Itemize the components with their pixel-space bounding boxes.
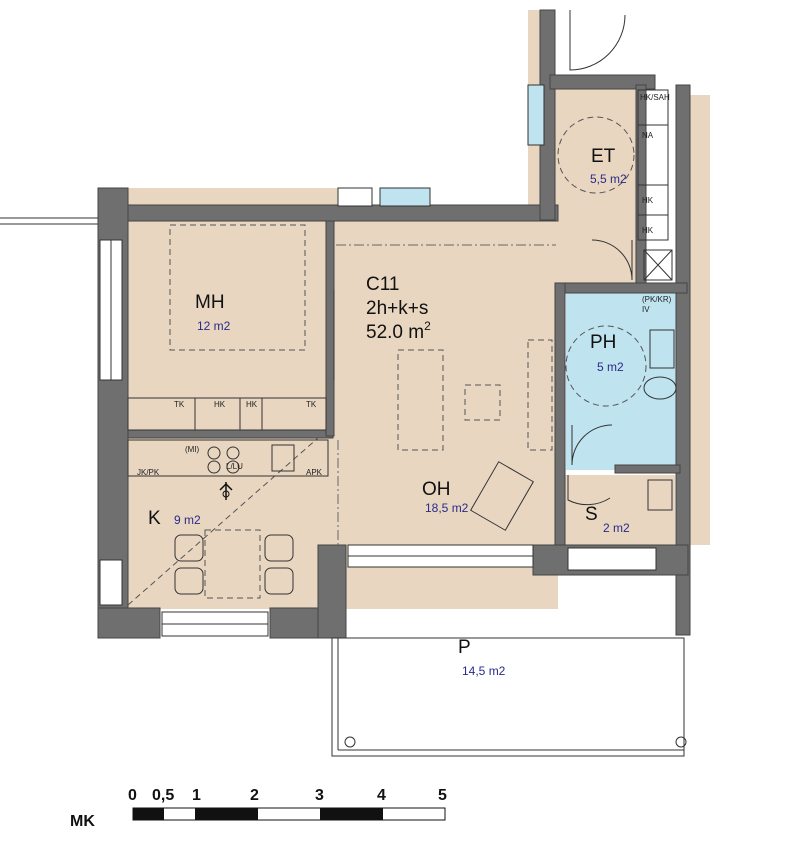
wall-east [675,84,691,636]
sofa-outline [397,349,444,451]
fixture-pkkr: (PK/KR) [642,295,672,304]
fixture-tk-1: TK [174,400,185,409]
room-label-ph: PH [590,332,616,353]
shaft [643,249,673,281]
hob-1 [207,446,221,460]
room-label-mh: MH [195,292,225,313]
cabinet-outline [527,339,553,451]
fixture-llu: L/LU [226,462,243,471]
apartment-type: 2h+k+s [366,298,428,319]
scale-tick-4: 4 [377,787,386,804]
balcony-outline [331,637,685,757]
room-label-k: K [148,508,161,529]
room-label-s: S [585,504,598,525]
wardrobe-mh [127,397,327,431]
kitchen-counter [127,439,329,477]
fixture-hk-et-1: HK [642,196,654,205]
hob-3 [207,460,221,474]
room-area-p: 14,5 m2 [462,664,506,678]
table-outline [464,384,501,421]
turning-circle-ph [565,325,647,407]
dining-table-outline [204,529,261,599]
room-label-et: ET [591,146,616,167]
scale-tick-1: 1 [192,787,201,804]
washbasin [649,329,675,369]
window-north-1 [337,187,373,207]
room-area-s: 2 m2 [603,521,630,535]
wall-ph-west [554,282,566,549]
wall-south-k [269,607,319,639]
fixture-apk: APK [306,468,323,477]
room-label-oh: OH [422,479,451,500]
ventilation-icon [219,482,233,500]
apartment-area: 52.0 m2 [366,319,431,343]
apartment-code: C11 [366,274,399,295]
wall-balcony-pillar [317,544,347,639]
scale-tick-5: 5 [438,787,447,804]
window-k [99,559,123,606]
wall-sw-corner [97,607,161,639]
fixture-jkpk: JK/PK [137,468,160,477]
door-et [591,239,633,281]
window-corridor [527,84,545,146]
right-strip-floor [688,95,710,545]
scale-tick-3: 3 [315,787,324,804]
fixture-hksah: HK/SAH [640,93,670,102]
room-area-ph: 5 m2 [597,360,624,374]
wall-kitchen-divider [127,429,334,439]
door-s [567,475,611,506]
armchair [469,461,535,531]
chair-1 [174,534,204,562]
wall-mh-east [325,220,335,437]
bathroom-floor [566,290,676,470]
balcony-post-2 [675,736,687,748]
fixture-hk-1: HK [214,400,226,409]
room-area-et: 5,5 m2 [590,172,627,186]
kitchen-diagonal [127,437,319,606]
sauna-stove [647,479,673,511]
wall-north-interior [127,204,559,222]
wall-ph-north [554,282,688,294]
room-area-mh: 12 m2 [197,319,231,333]
door-entrance [569,10,626,71]
scale-bar [132,807,446,821]
scale-label: MK [70,813,95,830]
room-area-k: 9 m2 [174,513,201,527]
fixture-mi: (MI) [185,445,200,454]
turning-circle-et [557,116,635,194]
entrance-floor [555,85,640,285]
room-label-p: P [458,637,471,658]
wall-s-north [614,464,681,474]
chair-3 [174,567,204,595]
toilet [643,376,677,400]
fixture-tk-2: TK [306,400,317,409]
room-area-oh: 18,5 m2 [425,501,469,515]
scale-tick-0: 0 [128,787,137,804]
scale-tick-2: 2 [250,787,259,804]
fixture-iv: IV [642,305,650,314]
hob-4 [226,460,240,474]
fixture-hk-2: HK [246,400,258,409]
window-north-2 [379,187,431,207]
wardrobe-et [637,89,669,241]
fixture-hk-et-2: HK [642,226,654,235]
balcony-post-1 [344,736,356,748]
chair-2 [264,534,294,562]
main-floor [128,212,558,609]
wall-et-north [549,74,656,90]
chair-4 [264,567,294,595]
hob-2 [226,446,240,460]
fixture-na: NA [642,131,654,140]
sink [271,444,295,472]
window-s [567,547,657,571]
scale-tick-0-5: 0,5 [152,787,174,804]
door-ph [571,424,613,466]
